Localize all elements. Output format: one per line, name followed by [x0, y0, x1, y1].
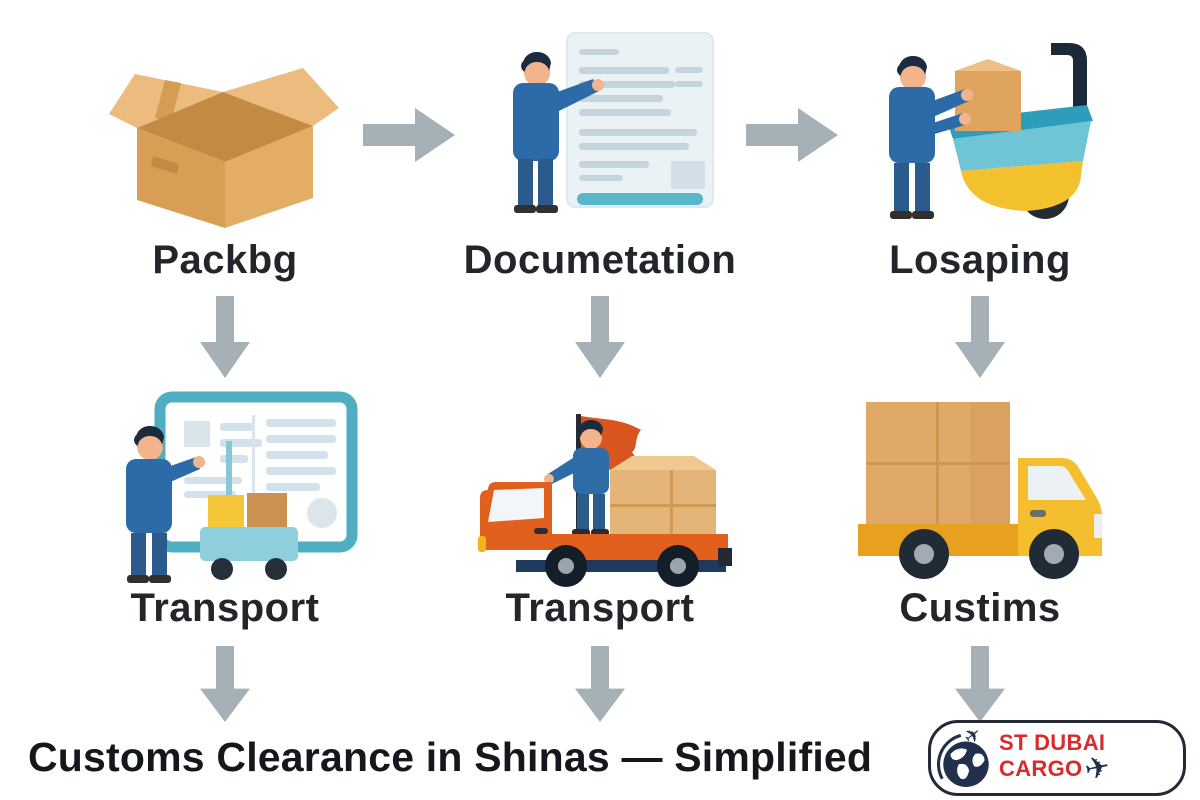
step-label-transport-2: Transport — [505, 586, 695, 630]
arrow-down-icon — [194, 296, 256, 378]
person-document-icon — [475, 25, 735, 225]
person-loading-cart-icon — [855, 25, 1125, 230]
arrow-down-icon — [949, 296, 1011, 378]
logo-text: ST DUBAI CARGO ✈ — [999, 729, 1115, 789]
logo-line-2: CARGO — [999, 756, 1083, 781]
box-truck-icon — [850, 388, 1130, 588]
arrow-right-icon — [746, 104, 838, 166]
flatbed-truck-driver-flag-icon — [458, 378, 743, 588]
logo-line-1: ST DUBAI — [999, 729, 1106, 755]
arrow-right-icon — [363, 104, 455, 166]
step-label-documentation: Documetation — [463, 238, 737, 282]
arrow-down-icon — [569, 296, 631, 378]
arrow-down-icon — [194, 646, 256, 722]
person-screen-trolley-icon — [100, 385, 365, 585]
page-title: Customs Clearance in Shinas — Simplified — [28, 734, 873, 780]
airplane-icon: ✈ — [1081, 749, 1115, 789]
step-label-customs: Custims — [899, 586, 1061, 630]
step-label-loading: Losaping — [889, 238, 1071, 282]
globe-plane-icon: ✈ — [935, 721, 997, 791]
st-dubai-cargo-logo: ✈ ST DUBAI CARGO ✈ — [928, 720, 1186, 796]
step-label-packing: Packbg — [152, 238, 298, 282]
step-label-transport-1: Transport — [130, 586, 320, 630]
arrow-down-icon — [949, 646, 1011, 722]
cardboard-box-icon — [95, 28, 365, 233]
arrow-down-icon — [569, 646, 631, 722]
